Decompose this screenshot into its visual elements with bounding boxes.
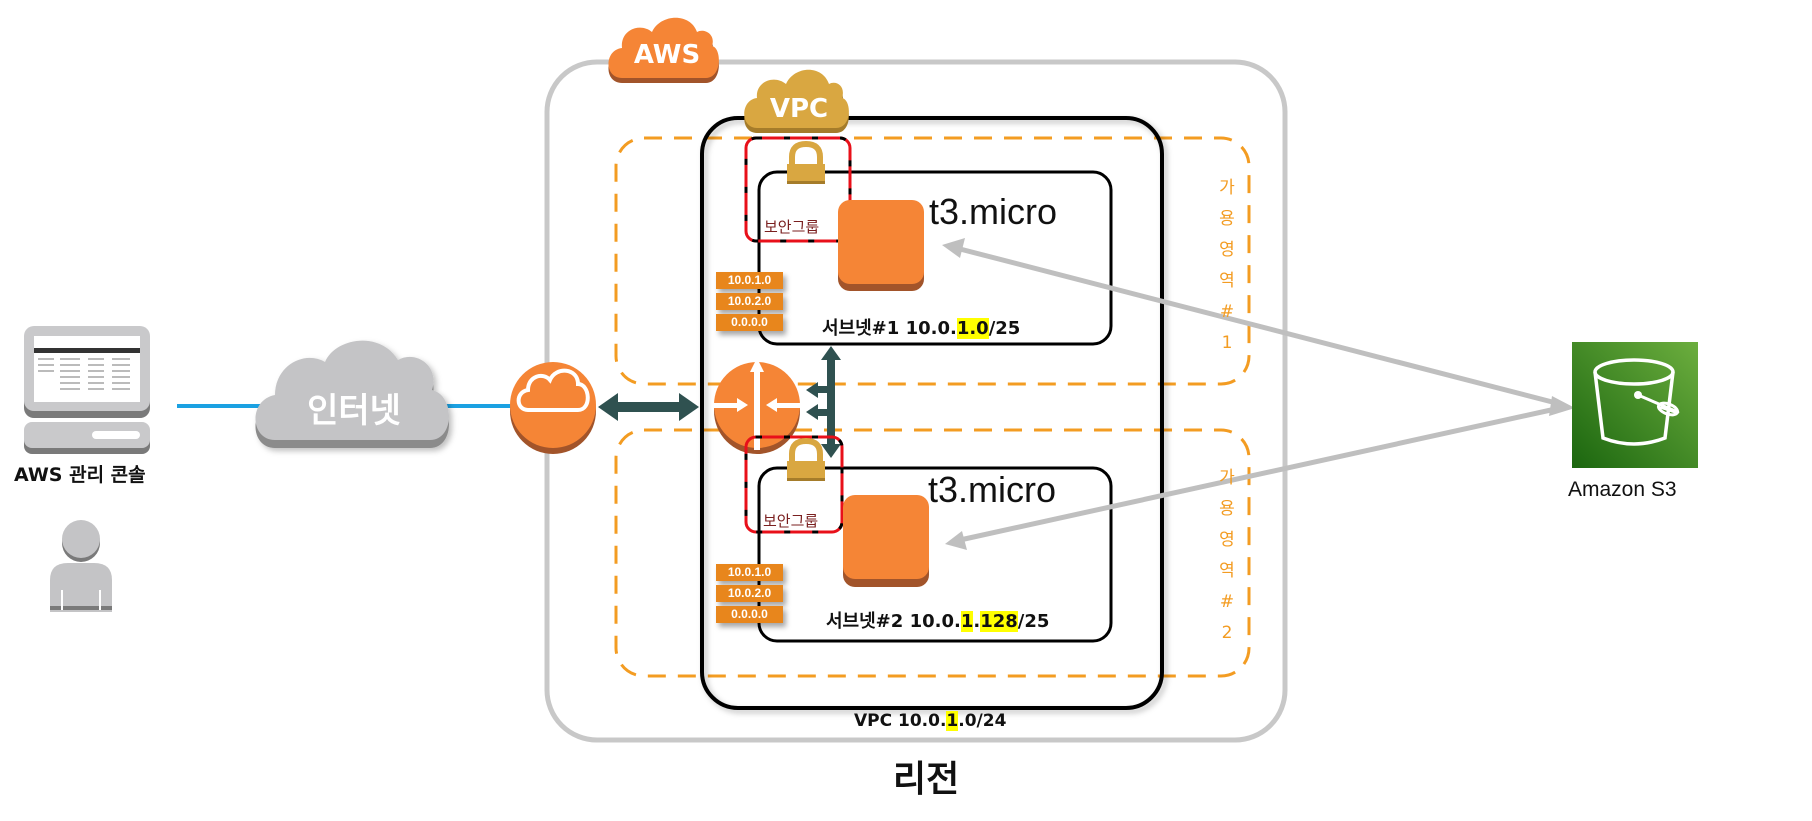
- route-table-2-entry: 10.0.2.0: [716, 585, 783, 602]
- ec2-instance-1-label: t3.micro: [929, 191, 1058, 232]
- az-2-char: 가: [1219, 468, 1235, 488]
- az-2-char: #: [1219, 592, 1235, 612]
- subnet-1-cidr-highlight: 1.0: [956, 318, 989, 339]
- s3-label: Amazon S3: [1568, 478, 1677, 501]
- ec2-instance-2-label: t3.micro: [928, 469, 1057, 510]
- subnet-2-label: 서브넷#2 10.0.1.128/25: [826, 607, 1049, 633]
- router-subnet-arrow: [806, 346, 841, 458]
- subnet-1-name: 서브넷#1: [822, 318, 906, 339]
- user-icon: [50, 520, 112, 612]
- az-1-char: #: [1219, 302, 1235, 322]
- vpc-cidr-suffix: .0/24: [958, 711, 1007, 731]
- security-group-1-label: 보안그룹: [764, 218, 820, 236]
- vpc-cidr-label: VPC 10.0.1.0/24: [854, 711, 1006, 731]
- aws-cloud-icon: [608, 17, 719, 83]
- security-group-1-dash: [744, 136, 852, 243]
- vpc-cidr-prefix: VPC 10.0.: [854, 711, 947, 731]
- ec2-instance-1-icon: [838, 200, 924, 291]
- az-1-char: 용: [1219, 209, 1235, 229]
- subnet-1-cidr-suffix: /25: [988, 318, 1021, 339]
- subnet-2-cidr-mid: .: [973, 611, 981, 632]
- az-1-char: 영: [1219, 240, 1235, 260]
- availability-zone-1: [614, 136, 1251, 386]
- console-label: AWS 관리 콘솔: [14, 464, 146, 486]
- subnet-2-cidr-prefix: 10.0.: [909, 611, 961, 632]
- subnet-2-cidr-highlight-b: 128: [980, 611, 1018, 632]
- route-table-1-entry: 10.0.2.0: [716, 293, 783, 310]
- route-table-1-entry: 0.0.0.0: [716, 314, 783, 331]
- az-2-char: 용: [1219, 499, 1235, 519]
- availability-zone-1-label: 가 용 영 역 # 1: [1216, 173, 1238, 359]
- az-1-char: 역: [1219, 271, 1235, 291]
- vpc-boundary: [700, 116, 1164, 710]
- region-boundary: [544, 59, 1288, 743]
- subnet-2-cidr-highlight: 1: [960, 611, 974, 632]
- availability-zone-2-label: 가 용 영 역 # 2: [1216, 463, 1238, 649]
- az-2-char: 역: [1219, 561, 1235, 581]
- security-group-2-label: 보안그룹: [763, 512, 819, 530]
- region-label: 리전: [893, 759, 960, 800]
- internet-cloud-icon: [255, 340, 450, 448]
- ec2-s3-arrow-2: [945, 405, 1561, 550]
- route-table-2-entry: 10.0.1.0: [716, 564, 783, 581]
- subnet-2-name: 서브넷#2: [826, 611, 910, 632]
- internet-gateway-icon: [510, 362, 596, 454]
- route-table-1-entry: 10.0.1.0: [716, 272, 783, 289]
- vpc-badge-label: VPC: [769, 94, 829, 124]
- az-1-char: 가: [1219, 178, 1235, 198]
- az-2-char: 2: [1221, 623, 1233, 643]
- az-1-char: 1: [1221, 333, 1233, 353]
- route-table-2-entry: 0.0.0.0: [716, 606, 783, 623]
- security-group-2-dash: [744, 435, 844, 534]
- lock-icon-2: [787, 437, 825, 481]
- vpc-cidr-highlight: 1: [946, 711, 959, 731]
- ec2-instance-2-icon: [843, 495, 929, 587]
- ec2-s3-arrow-1: [942, 238, 1575, 416]
- subnet-1-box: [757, 170, 1113, 346]
- router-icon: [714, 358, 800, 454]
- s3-bucket-icon: [1572, 342, 1698, 468]
- subnet-2-cidr-suffix: /25: [1017, 611, 1050, 632]
- internet-label: 인터넷: [307, 391, 401, 431]
- monitor-icon: [24, 326, 150, 454]
- igw-router-arrow: [598, 393, 699, 421]
- lock-icon-1: [787, 140, 825, 184]
- aws-badge-label: AWS: [633, 40, 701, 70]
- subnet-1-cidr-prefix: 10.0.: [905, 318, 957, 339]
- subnet-2-box: [757, 466, 1113, 643]
- availability-zone-2: [614, 428, 1251, 678]
- az-2-char: 영: [1219, 530, 1235, 550]
- vpc-cloud-icon: [744, 69, 849, 133]
- subnet-1-label: 서브넷#1 10.0.1.0/25: [822, 314, 1020, 340]
